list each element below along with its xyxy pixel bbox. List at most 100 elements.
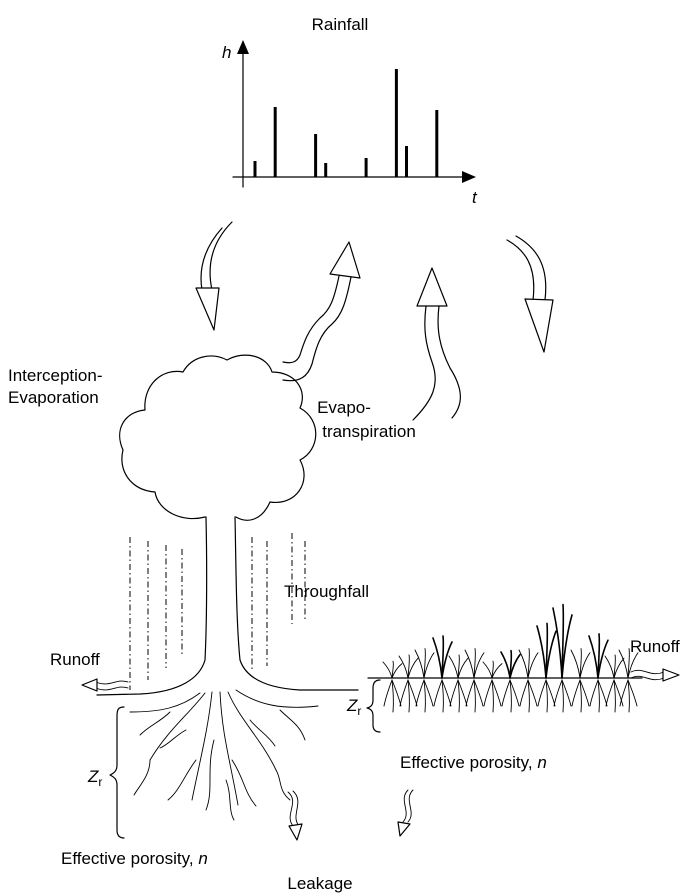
grass-blade <box>491 663 503 679</box>
grass-root <box>407 679 410 713</box>
grass-blade <box>618 649 629 679</box>
rain-arrow-left <box>195 221 233 331</box>
rainfall-pulses <box>253 69 439 177</box>
grass-blade <box>527 652 539 679</box>
grass-root <box>613 679 616 713</box>
grass-root <box>553 679 563 707</box>
grass-blade <box>414 649 425 679</box>
grass-blade <box>561 614 573 679</box>
runoff-right-label: Runoff <box>630 637 680 656</box>
grass-blade <box>527 648 530 679</box>
grass-root <box>399 679 409 707</box>
leakage-arrow-right <box>397 789 414 837</box>
grass-root <box>561 679 572 707</box>
tree-trunk-right <box>234 516 359 691</box>
grass-root <box>545 679 548 713</box>
grass-root <box>441 679 444 713</box>
grass-tufts <box>382 603 639 713</box>
grass-root <box>561 679 564 713</box>
grass-blade <box>545 630 557 679</box>
grass-root <box>589 679 599 707</box>
grass-root <box>579 679 582 713</box>
grass-root <box>391 679 394 713</box>
grass-blade <box>613 654 616 679</box>
porosity-left-label: Effective porosity, n <box>61 849 208 868</box>
grass-blade <box>491 660 494 679</box>
grass-blade <box>432 637 443 679</box>
grass-blade <box>509 653 521 679</box>
grass-root <box>383 679 393 707</box>
grass-blade <box>627 652 639 679</box>
grass-blade <box>518 649 529 679</box>
grass-root <box>627 679 638 707</box>
grass-root <box>449 679 459 707</box>
grass-root <box>483 679 493 707</box>
runoff-left-arrow <box>81 678 129 692</box>
leakage-arrow-left <box>287 790 303 841</box>
grassland <box>367 603 643 713</box>
throughfall-lines <box>129 533 306 690</box>
grass-blade <box>627 648 630 679</box>
grass-root <box>537 679 547 707</box>
grass-blade <box>407 654 410 679</box>
leakage-label: Leakage <box>287 874 352 893</box>
grass-root <box>527 679 538 707</box>
grass-blade <box>570 649 581 679</box>
grass-root <box>473 679 484 707</box>
grass-root <box>519 679 529 707</box>
grass-blade <box>391 663 403 679</box>
grass-blade <box>407 657 419 679</box>
grass-root <box>605 679 615 707</box>
interception-label-line2: Evaporation <box>8 388 99 407</box>
grass-blade <box>457 654 460 679</box>
grass-blade <box>552 607 563 679</box>
evapotranspiration-label-line1: Evapo- <box>317 398 371 417</box>
rainfall-plot: Rainfall h t <box>222 15 478 207</box>
runoff-right-arrow <box>630 668 680 682</box>
rainfall-title: Rainfall <box>312 15 369 34</box>
grass-root <box>619 679 629 707</box>
t-axis-label: t <box>472 188 478 207</box>
grass-blade <box>579 648 582 679</box>
grass-blade <box>500 651 511 679</box>
grass-root <box>491 679 502 707</box>
grass-blade <box>457 657 469 679</box>
grass-root <box>501 679 511 707</box>
grass-blade <box>391 660 394 679</box>
tree-roots <box>129 689 319 821</box>
y-axis-arrow <box>237 40 249 54</box>
tree <box>96 354 359 821</box>
grass-blade <box>448 655 459 679</box>
zr-right-bracket <box>366 679 381 733</box>
grass-root <box>509 679 520 707</box>
throughfall-label: Throughfall <box>284 582 369 601</box>
grass-root <box>465 679 475 707</box>
grass-root <box>571 679 581 707</box>
porosity-right-label: Effective porosity, n <box>400 753 547 772</box>
evapotranspiration-arrow-right <box>412 267 461 421</box>
grass-blade <box>423 648 426 679</box>
grass-blade <box>398 655 409 679</box>
grass-blade <box>423 652 435 679</box>
evapotranspiration-arrow-center <box>282 241 361 382</box>
grass-blade <box>536 625 547 679</box>
grass-root <box>491 679 494 713</box>
grass-blade <box>604 655 615 679</box>
grass-blade <box>473 652 485 679</box>
rain-arrow-right <box>506 235 554 353</box>
grass-blade <box>473 648 476 679</box>
grass-blade <box>588 635 599 679</box>
grass-root <box>613 679 624 707</box>
grass-root <box>433 679 443 707</box>
grass-blade <box>441 641 453 679</box>
grass-root <box>423 679 434 707</box>
grass-root <box>527 679 530 713</box>
grass-root <box>457 679 460 713</box>
h-axis-label: h <box>222 43 231 62</box>
grass-root <box>627 679 630 713</box>
grass-blade <box>579 652 591 679</box>
grass-root <box>473 679 476 713</box>
grass-root <box>579 679 590 707</box>
zr-left-bracket <box>109 706 125 839</box>
